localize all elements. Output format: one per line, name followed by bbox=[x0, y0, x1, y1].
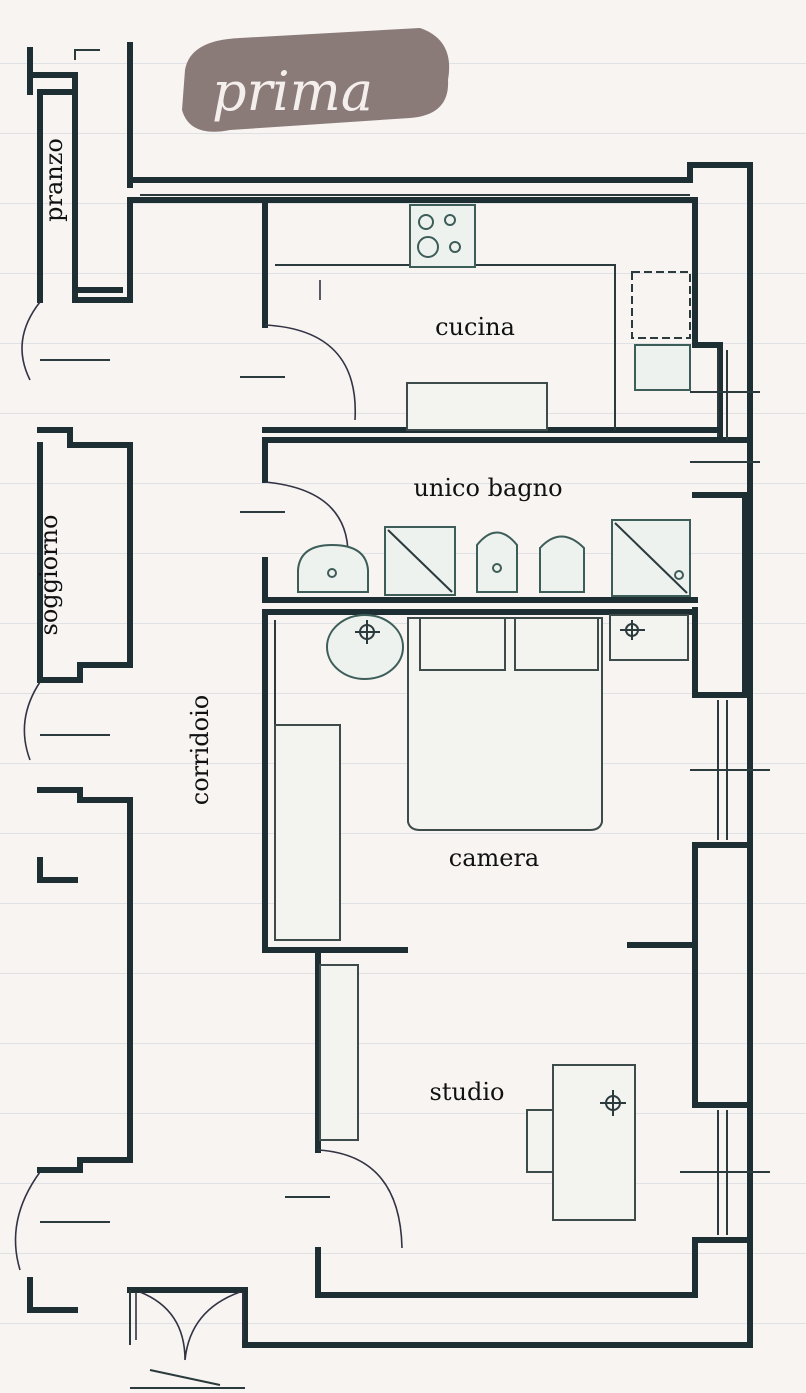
wardrobe bbox=[274, 724, 341, 941]
corridor bbox=[14, 301, 248, 1389]
room-label-corridoio: corridoio bbox=[186, 695, 214, 805]
burner-icon bbox=[417, 236, 439, 258]
east-wall bbox=[242, 162, 770, 1348]
kitchen-table bbox=[406, 382, 548, 431]
pillow-right bbox=[514, 617, 599, 671]
kitchen-sink-icon bbox=[634, 344, 691, 391]
room-label-cucina: cucina bbox=[435, 313, 515, 341]
room-label-studio: studio bbox=[430, 1078, 505, 1106]
burner-icon bbox=[444, 214, 456, 226]
title-prima: prima bbox=[212, 60, 373, 123]
bathroom: unico bagno bbox=[240, 437, 698, 615]
room-label-soggiorno: soggiorno bbox=[35, 515, 63, 636]
stove-icon bbox=[409, 204, 476, 268]
study: studio bbox=[285, 952, 636, 1298]
bedroom-sink-icon bbox=[326, 614, 404, 680]
nightstand bbox=[609, 614, 689, 661]
title-badge: prima bbox=[182, 28, 450, 132]
burner-icon bbox=[449, 241, 461, 253]
room-label-unico-bagno: unico bagno bbox=[413, 474, 562, 502]
bedroom: camera bbox=[262, 609, 698, 953]
toilet-icon bbox=[539, 535, 585, 593]
desk bbox=[552, 1064, 636, 1221]
fridge-outline bbox=[631, 271, 691, 339]
bookshelf bbox=[319, 964, 359, 1141]
bidet-icon bbox=[476, 531, 518, 593]
burner-icon bbox=[418, 214, 434, 230]
north-wall bbox=[127, 162, 753, 203]
west-wall bbox=[27, 42, 133, 1313]
pillow-left bbox=[419, 617, 506, 671]
room-label-pranzo: pranzo bbox=[40, 138, 68, 222]
chair bbox=[526, 1109, 554, 1173]
kitchen: cucina bbox=[240, 197, 723, 443]
room-label-camera: camera bbox=[449, 844, 540, 872]
